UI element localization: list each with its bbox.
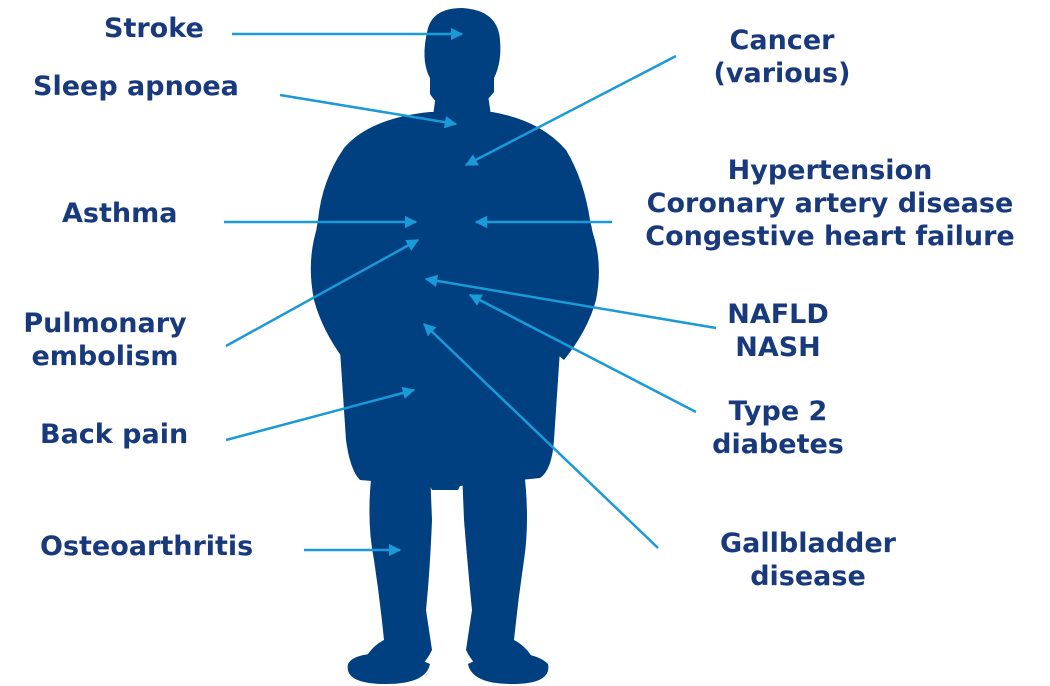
label-line: Sleep apnoea — [33, 70, 239, 103]
label-back-pain: Back pain — [40, 418, 188, 451]
label-osteoarthritis: Osteoarthritis — [40, 530, 253, 563]
label-line: Gallbladder — [720, 527, 896, 560]
label-line: Coronary artery disease — [645, 187, 1014, 220]
left-leg-shape — [364, 470, 432, 674]
label-line: disease — [720, 560, 896, 593]
label-line: Back pain — [40, 418, 188, 451]
label-line: NASH — [727, 331, 829, 364]
label-line: Osteoarthritis — [40, 530, 253, 563]
label-line: (various) — [714, 57, 851, 90]
label-line: Congestive heart failure — [645, 220, 1014, 253]
arrow-cancer — [466, 56, 676, 165]
label-cancer: Cancer(various) — [714, 24, 851, 90]
label-line: Hypertension — [645, 154, 1014, 187]
label-line: Cancer — [714, 24, 851, 57]
label-line: Stroke — [104, 12, 204, 45]
label-sleep-apnoea: Sleep apnoea — [33, 70, 239, 103]
label-stroke: Stroke — [104, 12, 204, 45]
label-line: embolism — [23, 340, 186, 373]
label-line: NAFLD — [727, 298, 829, 331]
label-line: Type 2 — [712, 395, 844, 428]
label-line: diabetes — [712, 428, 844, 461]
right-leg-shape — [462, 470, 534, 674]
label-line: Asthma — [62, 197, 177, 230]
label-asthma: Asthma — [62, 197, 177, 230]
arrow-sleep-apnoea — [280, 95, 456, 124]
human-silhouette — [311, 8, 599, 684]
label-line: Pulmonary — [23, 307, 186, 340]
